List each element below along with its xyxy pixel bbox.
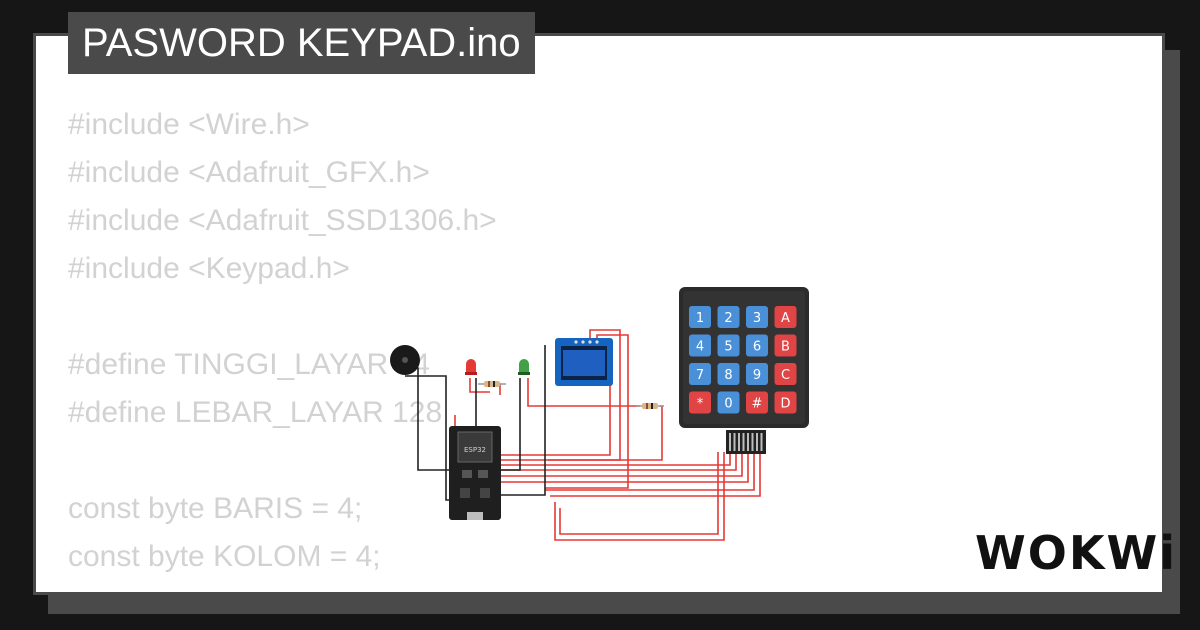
- keypad-key: [746, 306, 768, 328]
- connector-pin: [738, 433, 740, 451]
- keypad-key: [746, 334, 768, 357]
- connector-pin: [742, 433, 745, 451]
- connector-pin: [747, 433, 749, 451]
- resistor: [478, 381, 506, 387]
- keypad-key: [774, 363, 797, 385]
- keypad-key-label: 5: [724, 340, 732, 355]
- wokwi-logo: WOKWi: [975, 526, 1177, 580]
- keypad-key: [774, 391, 797, 414]
- code-line: #include <Adafruit_SSD1306.h>: [68, 204, 497, 237]
- project-title: PASWORD KEYPAD.ino: [68, 12, 535, 74]
- keypad-key-label: #: [752, 397, 763, 412]
- buzzer: [390, 345, 420, 375]
- preview-card: [33, 33, 1165, 595]
- connector-pin: [751, 433, 754, 451]
- keypad-key-label: 4: [696, 340, 704, 355]
- led-green: [518, 359, 530, 375]
- code-line: #include <Wire.h>: [68, 108, 310, 141]
- oled-display: [555, 338, 613, 386]
- esp32-board: ESP32: [449, 426, 501, 520]
- keypad-key-label: 0: [724, 397, 732, 412]
- keypad-key-label: D: [780, 397, 790, 412]
- keypad: 1 2 3 A 4 5 6 B 7 8 9 C * 0 # D: [679, 287, 809, 454]
- keypad-key-label: 1: [696, 311, 704, 326]
- keypad-key: [774, 334, 797, 357]
- keypad-key: [689, 391, 711, 414]
- keypad-key: [717, 334, 740, 357]
- keypad-key: [689, 306, 711, 328]
- keypad-key: [746, 391, 768, 414]
- keypad-connector: [729, 433, 763, 451]
- keypad-key-label: 9: [753, 368, 761, 383]
- code-preview: #include <Wire.h> #include <Adafruit_GFX.…: [68, 101, 497, 581]
- resistor: [636, 403, 664, 409]
- connector-pin: [756, 433, 758, 451]
- keypad-key-label: 8: [724, 368, 732, 383]
- connector-pin: [760, 433, 763, 451]
- keypad-key-label: A: [781, 311, 790, 326]
- keypad-key-label: 2: [724, 311, 732, 326]
- wires-red: [454, 329, 761, 541]
- keypad-key-label: 6: [753, 340, 761, 355]
- code-line: const byte KOLOM = 4;: [68, 540, 381, 573]
- keypad-key-label: 3: [753, 311, 761, 326]
- keypad-key: [689, 363, 711, 385]
- code-line: #include <Adafruit_GFX.h>: [68, 156, 430, 189]
- keypad-key: [746, 363, 768, 385]
- keypad-key: [689, 334, 711, 357]
- board-label: ESP32: [464, 446, 486, 454]
- keypad-key-label: 7: [696, 368, 704, 383]
- keypad-key: [774, 306, 797, 328]
- code-line: #include <Keypad.h>: [68, 252, 350, 285]
- keypad-key: [717, 306, 740, 328]
- keypad-key-label: *: [697, 397, 704, 412]
- keypad-key-label: C: [781, 368, 790, 383]
- keypad-key-label: B: [781, 340, 790, 355]
- code-line: #define LEBAR_LAYAR 128: [68, 396, 443, 429]
- keypad-key: [717, 391, 740, 414]
- code-line: const byte BARIS = 4;: [68, 492, 363, 525]
- connector-pin: [729, 433, 731, 451]
- led-red: [465, 359, 477, 375]
- connector-pin: [733, 433, 736, 451]
- keypad-key: [717, 363, 740, 385]
